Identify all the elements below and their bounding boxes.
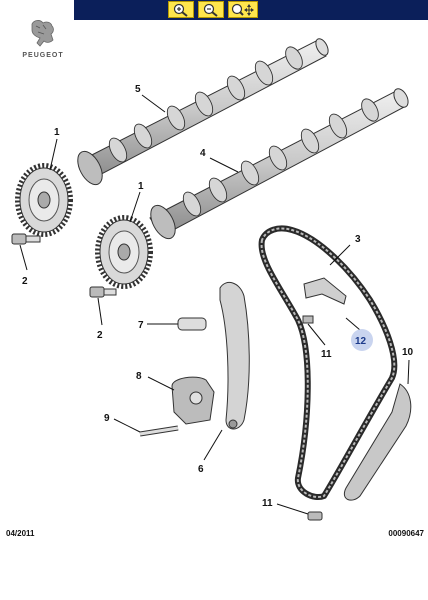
guide-bolt-upper — [302, 315, 314, 324]
sprocket-bolt-lower — [89, 286, 117, 298]
callout-11-upper[interactable]: 11 — [321, 349, 332, 360]
zoom-pan-button[interactable] — [228, 1, 258, 18]
toolbar-logo-area — [0, 0, 74, 20]
callout-6[interactable]: 6 — [198, 464, 204, 475]
zoom-in-button[interactable] — [168, 1, 194, 18]
zoom-out-icon — [203, 3, 218, 17]
brand-name: PEUGEOT — [22, 52, 64, 59]
chain-guide-upper — [303, 277, 347, 305]
camshaft-intake — [149, 88, 409, 240]
callout-2-upper[interactable]: 2 — [22, 276, 28, 287]
callout-8[interactable]: 8 — [136, 371, 142, 382]
camshaft-sprocket-exhaust — [15, 163, 73, 237]
chain-guide-fixed — [344, 383, 412, 501]
tensioner-piston — [177, 317, 207, 331]
callout-12-badge — [351, 329, 373, 351]
callout-11-lower[interactable]: 11 — [262, 498, 273, 509]
footer-reference: 00090647 — [388, 529, 424, 538]
zoom-out-button[interactable] — [198, 1, 224, 18]
callout-9[interactable]: 9 — [104, 413, 110, 424]
viewer-toolbar — [0, 0, 428, 20]
zoom-in-icon — [173, 3, 188, 17]
timing-chain — [258, 225, 398, 500]
tensioner-bolt — [139, 425, 179, 437]
callout-4[interactable]: 4 — [200, 148, 206, 159]
callout-5[interactable]: 5 — [135, 84, 141, 95]
callout-1-upper[interactable]: 1 — [54, 127, 60, 138]
callout-7[interactable]: 7 — [138, 320, 144, 331]
zoom-tools — [168, 1, 258, 18]
callout-12[interactable]: 12 — [355, 336, 367, 347]
peugeot-lion-icon — [31, 20, 54, 47]
camshaft-sprocket-intake — [95, 215, 153, 289]
callout-1-lower[interactable]: 1 — [138, 181, 144, 192]
tensioner-body — [171, 376, 215, 425]
camshaft-exhaust — [77, 38, 329, 186]
leader-lines — [19, 94, 410, 515]
callout-10[interactable]: 10 — [402, 347, 414, 358]
tensioner-shoe — [219, 281, 250, 430]
sprocket-bolt-upper — [11, 233, 41, 245]
callout-3[interactable]: 3 — [355, 234, 361, 245]
footer-date: 04/2011 — [6, 529, 35, 538]
zoom-pan-icon — [231, 3, 254, 16]
guide-bolt-lower — [307, 511, 323, 521]
callout-2-lower[interactable]: 2 — [97, 330, 103, 341]
